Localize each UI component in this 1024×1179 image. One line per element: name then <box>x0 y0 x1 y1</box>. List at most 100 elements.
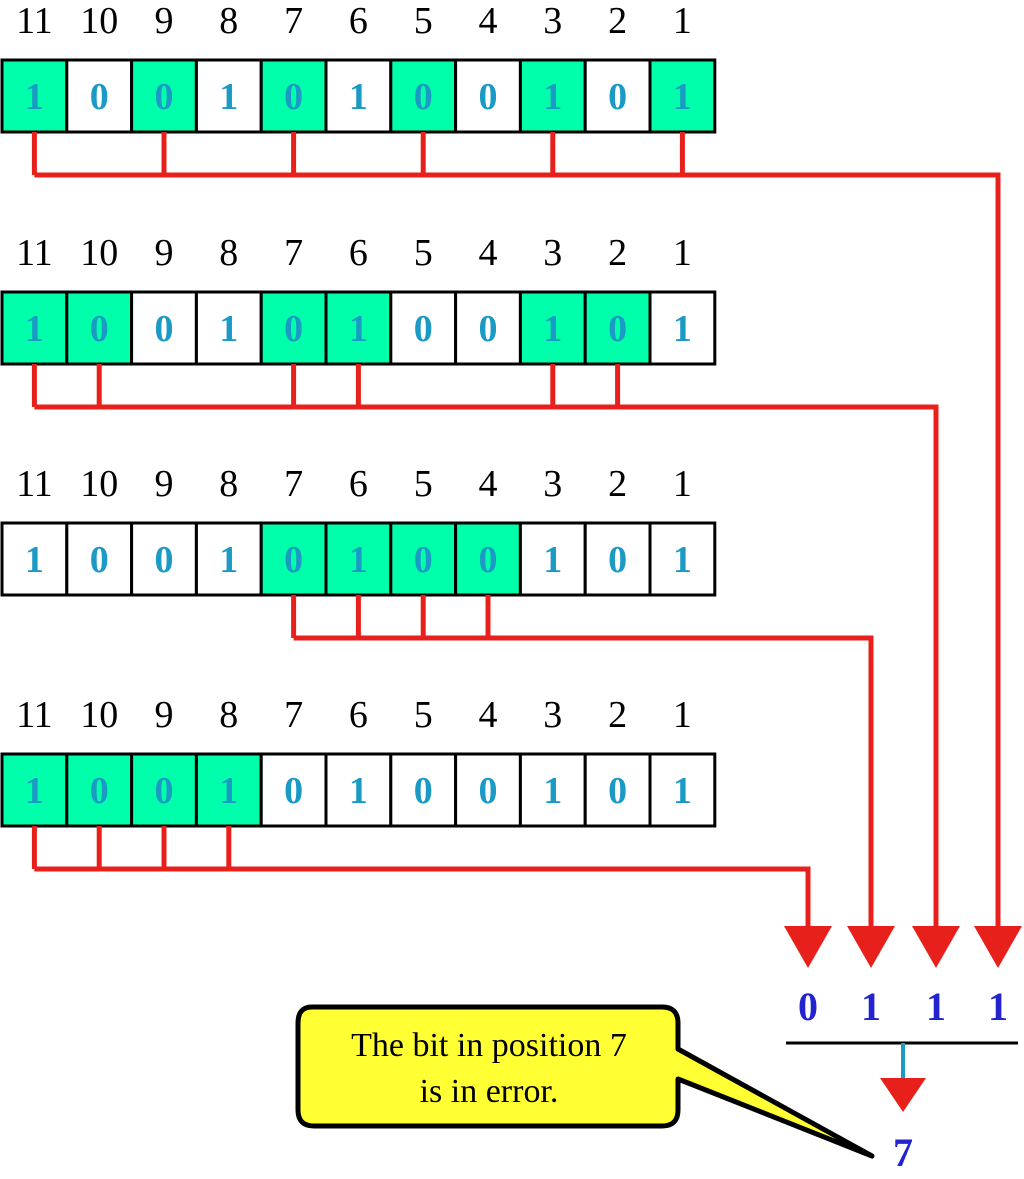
bit-cell: 1 <box>324 290 393 366</box>
bit-value: 1 <box>219 539 238 581</box>
bit-value: 0 <box>479 539 498 581</box>
bit-value: 0 <box>284 539 303 581</box>
bit-cell: 0 <box>65 752 134 828</box>
error-callout: The bit in position 7 is in error. <box>295 1004 875 1159</box>
bit-value: 0 <box>284 308 303 350</box>
bit-cell: 0 <box>130 752 198 828</box>
syndrome-bit: 1 <box>861 984 881 1029</box>
position-label: 1 <box>673 694 692 736</box>
bit-value: 0 <box>414 539 433 581</box>
bit-cell: 1 <box>0 290 69 366</box>
position-label: 10 <box>80 0 118 42</box>
bit-cell: 0 <box>65 58 134 134</box>
bit-value: 1 <box>543 770 562 812</box>
bit-cell: 0 <box>65 290 134 366</box>
bit-cell: 1 <box>324 521 393 597</box>
bit-value: 0 <box>608 539 627 581</box>
bit-value: 1 <box>349 76 368 118</box>
position-label: 11 <box>16 694 53 736</box>
bit-cell: 1 <box>194 521 263 597</box>
position-label: 9 <box>155 0 174 42</box>
bit-cell-unchecked <box>518 752 587 828</box>
bit-cell-unchecked <box>454 290 522 366</box>
position-label: 9 <box>155 232 174 274</box>
bit-value: 0 <box>608 770 627 812</box>
position-label: 2 <box>608 463 627 505</box>
bit-value: 1 <box>25 539 44 581</box>
position-label: 3 <box>543 463 562 505</box>
bit-cell: 0 <box>583 521 652 597</box>
bit-value: 0 <box>479 76 498 118</box>
bit-value: 0 <box>155 539 174 581</box>
connector-route <box>34 404 939 926</box>
bit-cell-unchecked <box>583 58 652 134</box>
position-label: 9 <box>155 694 174 736</box>
bit-value: 0 <box>155 770 174 812</box>
position-label: 1 <box>673 0 692 42</box>
bit-value: 1 <box>349 770 368 812</box>
position-label: 7 <box>284 232 303 274</box>
position-label: 6 <box>349 694 368 736</box>
position-label: 3 <box>543 694 562 736</box>
position-label: 9 <box>155 463 174 505</box>
bit-cell: 1 <box>648 521 717 597</box>
bit-cell-unchecked <box>648 752 717 828</box>
bit-value: 0 <box>414 308 433 350</box>
bit-cell-unchecked <box>130 521 198 597</box>
parity-connector <box>31 364 960 968</box>
bit-cell-unchecked <box>454 752 522 828</box>
bit-cell-checked <box>259 58 328 134</box>
syndrome-bit: 1 <box>926 984 946 1029</box>
bit-value: 0 <box>155 308 174 350</box>
position-label: 8 <box>219 0 238 42</box>
position-label: 2 <box>608 232 627 274</box>
bit-cell: 0 <box>389 58 458 134</box>
position-label: 2 <box>608 694 627 736</box>
position-label: 1 <box>673 463 692 505</box>
bit-value: 0 <box>90 76 109 118</box>
down-arrow-icon <box>847 926 895 968</box>
bit-value: 1 <box>219 770 238 812</box>
bit-cell-checked <box>0 752 69 828</box>
bit-value: 0 <box>155 76 174 118</box>
callout-bubble <box>295 1004 875 1159</box>
down-arrow-icon <box>784 926 832 968</box>
parity-connector <box>291 595 895 968</box>
bit-value: 0 <box>414 770 433 812</box>
bit-cell-unchecked <box>194 290 263 366</box>
bit-cell: 0 <box>259 752 328 828</box>
bit-cell: 0 <box>454 521 522 597</box>
bit-cell: 1 <box>194 752 263 828</box>
bit-cell-checked <box>0 290 69 366</box>
position-label: 8 <box>219 463 238 505</box>
position-label: 5 <box>414 463 433 505</box>
position-label: 3 <box>543 232 562 274</box>
bit-cell: 1 <box>194 290 263 366</box>
bit-cell: 1 <box>324 752 393 828</box>
bit-cell: 1 <box>0 752 69 828</box>
bit-cell: 1 <box>648 290 717 366</box>
position-label: 5 <box>414 0 433 42</box>
bit-cell: 1 <box>0 521 69 597</box>
bit-cell: 0 <box>454 58 522 134</box>
bit-cell: 0 <box>65 521 134 597</box>
bit-cell: 0 <box>130 58 198 134</box>
bit-cell-unchecked <box>324 58 393 134</box>
position-label: 6 <box>349 0 368 42</box>
bit-cell-checked <box>65 752 134 828</box>
bit-cell: 0 <box>454 752 522 828</box>
position-label: 10 <box>80 694 118 736</box>
error-position-value: 7 <box>893 1130 913 1175</box>
bit-value: 1 <box>543 308 562 350</box>
bit-value: 1 <box>543 539 562 581</box>
callout-line-2: is in error. <box>420 1073 559 1110</box>
syndrome-arrow-icon <box>880 1078 926 1112</box>
position-label: 1 <box>673 232 692 274</box>
position-label: 5 <box>414 694 433 736</box>
position-label: 10 <box>80 232 118 274</box>
bit-cell: 1 <box>194 58 263 134</box>
